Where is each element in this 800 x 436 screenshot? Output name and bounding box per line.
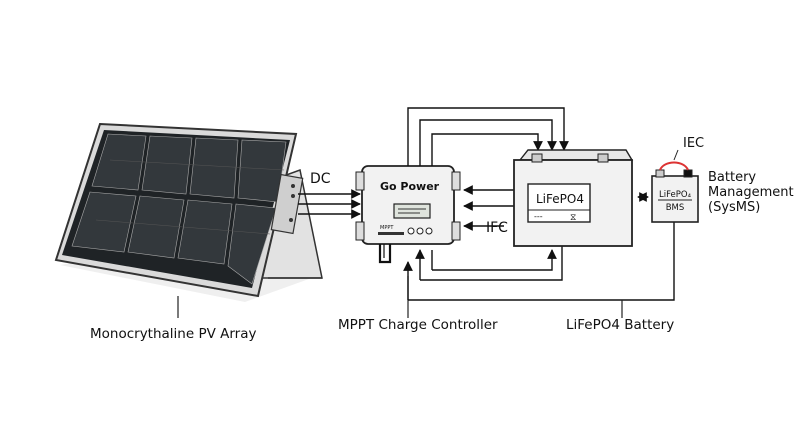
bms-title-3: (SysMS)	[708, 200, 760, 215]
controller-small-label: MPPT	[380, 225, 394, 231]
mppt-caption: MPPT Charge Controller	[338, 317, 498, 333]
wiring-bottom	[403, 222, 675, 301]
bms-module: LiFePO₄ BMS	[651, 149, 699, 223]
bms-line1: LiFePO₄	[659, 190, 692, 200]
controller-brand: Go Power	[380, 180, 440, 193]
wiring-top	[407, 107, 569, 166]
controller-button-1[interactable]	[407, 227, 415, 235]
battery-caption: LiFePO4 Battery	[566, 317, 674, 333]
dc-label: DC	[310, 171, 331, 187]
bms-title-2: Management	[708, 185, 794, 200]
ifc-label: IFC	[486, 220, 508, 236]
dc-wires	[298, 189, 361, 219]
solar-cells	[71, 133, 287, 285]
hourglass-icon: ⧖	[570, 213, 576, 223]
junction-box	[270, 173, 304, 235]
mppt-controller: Go Power MPPT	[355, 165, 461, 318]
battery-label: LiFePO4	[536, 192, 584, 206]
pv-array	[54, 122, 323, 318]
lifepo4-battery: LiFePO4 --- ⧖	[513, 149, 634, 318]
pv-array-caption: Monocrythaline PV Array	[90, 326, 257, 342]
bms-line2: BMS	[666, 203, 685, 213]
controller-button-3[interactable]	[425, 227, 433, 235]
controller-display	[393, 203, 431, 219]
iec-wire	[659, 161, 689, 171]
bms-body	[651, 175, 699, 223]
battery-dashes: ---	[534, 212, 543, 221]
controller-button-2[interactable]	[416, 227, 424, 235]
bms-title-1: Battery	[708, 170, 756, 185]
battery-label-plate	[527, 183, 591, 223]
iec-label: IEC	[683, 136, 704, 151]
